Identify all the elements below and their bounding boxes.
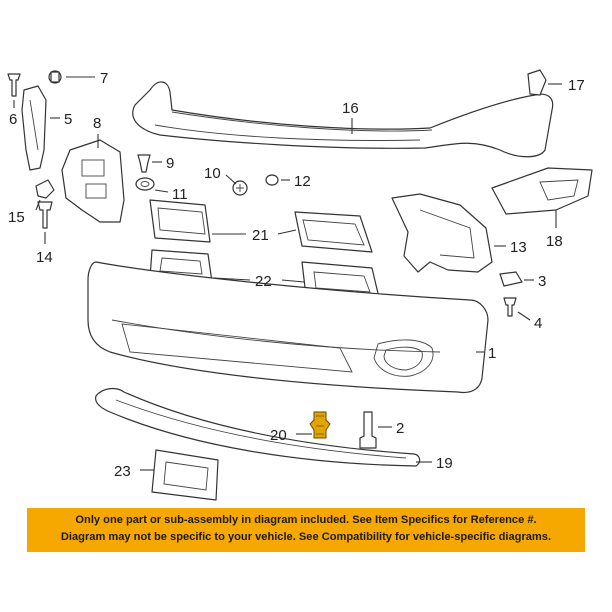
callout-19: 19 bbox=[436, 455, 453, 472]
part-5-side-bracket bbox=[21, 85, 47, 171]
part-14-bolt bbox=[37, 201, 53, 229]
callout-4: 4 bbox=[534, 315, 542, 332]
part-11-nut bbox=[135, 177, 155, 191]
callout-12: 12 bbox=[294, 173, 311, 190]
part-7-clip bbox=[48, 70, 62, 84]
part-3-clip bbox=[499, 271, 523, 287]
callout-7: 7 bbox=[100, 70, 108, 87]
part-6-screw bbox=[7, 73, 21, 97]
callout-10: 10 bbox=[204, 165, 221, 182]
part-19-lower-valance bbox=[95, 387, 421, 467]
part-12-nut bbox=[265, 174, 279, 186]
callout-13: 13 bbox=[510, 239, 527, 256]
part-18-corner-cover bbox=[491, 167, 593, 215]
callout-23: 23 bbox=[114, 463, 131, 480]
callout-3: 3 bbox=[538, 273, 546, 290]
callout-22: 22 bbox=[255, 273, 272, 290]
callout-14: 14 bbox=[36, 249, 53, 266]
callout-2: 2 bbox=[396, 420, 404, 437]
callout-18: 18 bbox=[546, 233, 563, 250]
callout-21: 21 bbox=[252, 227, 269, 244]
callout-1: 1 bbox=[488, 345, 496, 362]
callout-6: 6 bbox=[9, 111, 17, 128]
part-15-clip bbox=[35, 179, 55, 199]
part-13-side-bracket bbox=[391, 193, 493, 273]
callout-17: 17 bbox=[568, 77, 585, 94]
callout-16: 16 bbox=[342, 100, 359, 117]
callout-11: 11 bbox=[172, 186, 188, 203]
disclaimer-line-1: Only one part or sub-assembly in diagram… bbox=[75, 514, 537, 526]
part-23-license-bracket bbox=[151, 449, 219, 501]
callout-15: 15 bbox=[8, 209, 25, 226]
part-8-mounting-bracket bbox=[61, 139, 125, 223]
leader-lines bbox=[13, 76, 562, 471]
callout-8: 8 bbox=[93, 115, 101, 132]
callout-5: 5 bbox=[64, 111, 72, 128]
part-21-grille-inserts bbox=[149, 199, 373, 253]
callout-9: 9 bbox=[166, 155, 174, 172]
part-20-clip-highlighted bbox=[309, 411, 331, 439]
part-9-push-clip bbox=[137, 154, 151, 173]
part-10-bolt bbox=[232, 180, 248, 196]
part-4-bolt bbox=[503, 297, 517, 317]
part-2-bolt bbox=[359, 411, 377, 449]
part-16-upper-cover bbox=[132, 81, 554, 158]
part-1-main-bumper bbox=[87, 261, 489, 394]
disclaimer-banner: Only one part or sub-assembly in diagram… bbox=[27, 508, 585, 552]
part-17-bracket bbox=[527, 69, 547, 96]
disclaimer-line-2: Diagram may not be specific to your vehi… bbox=[60, 531, 552, 543]
callout-20: 20 bbox=[270, 427, 287, 444]
